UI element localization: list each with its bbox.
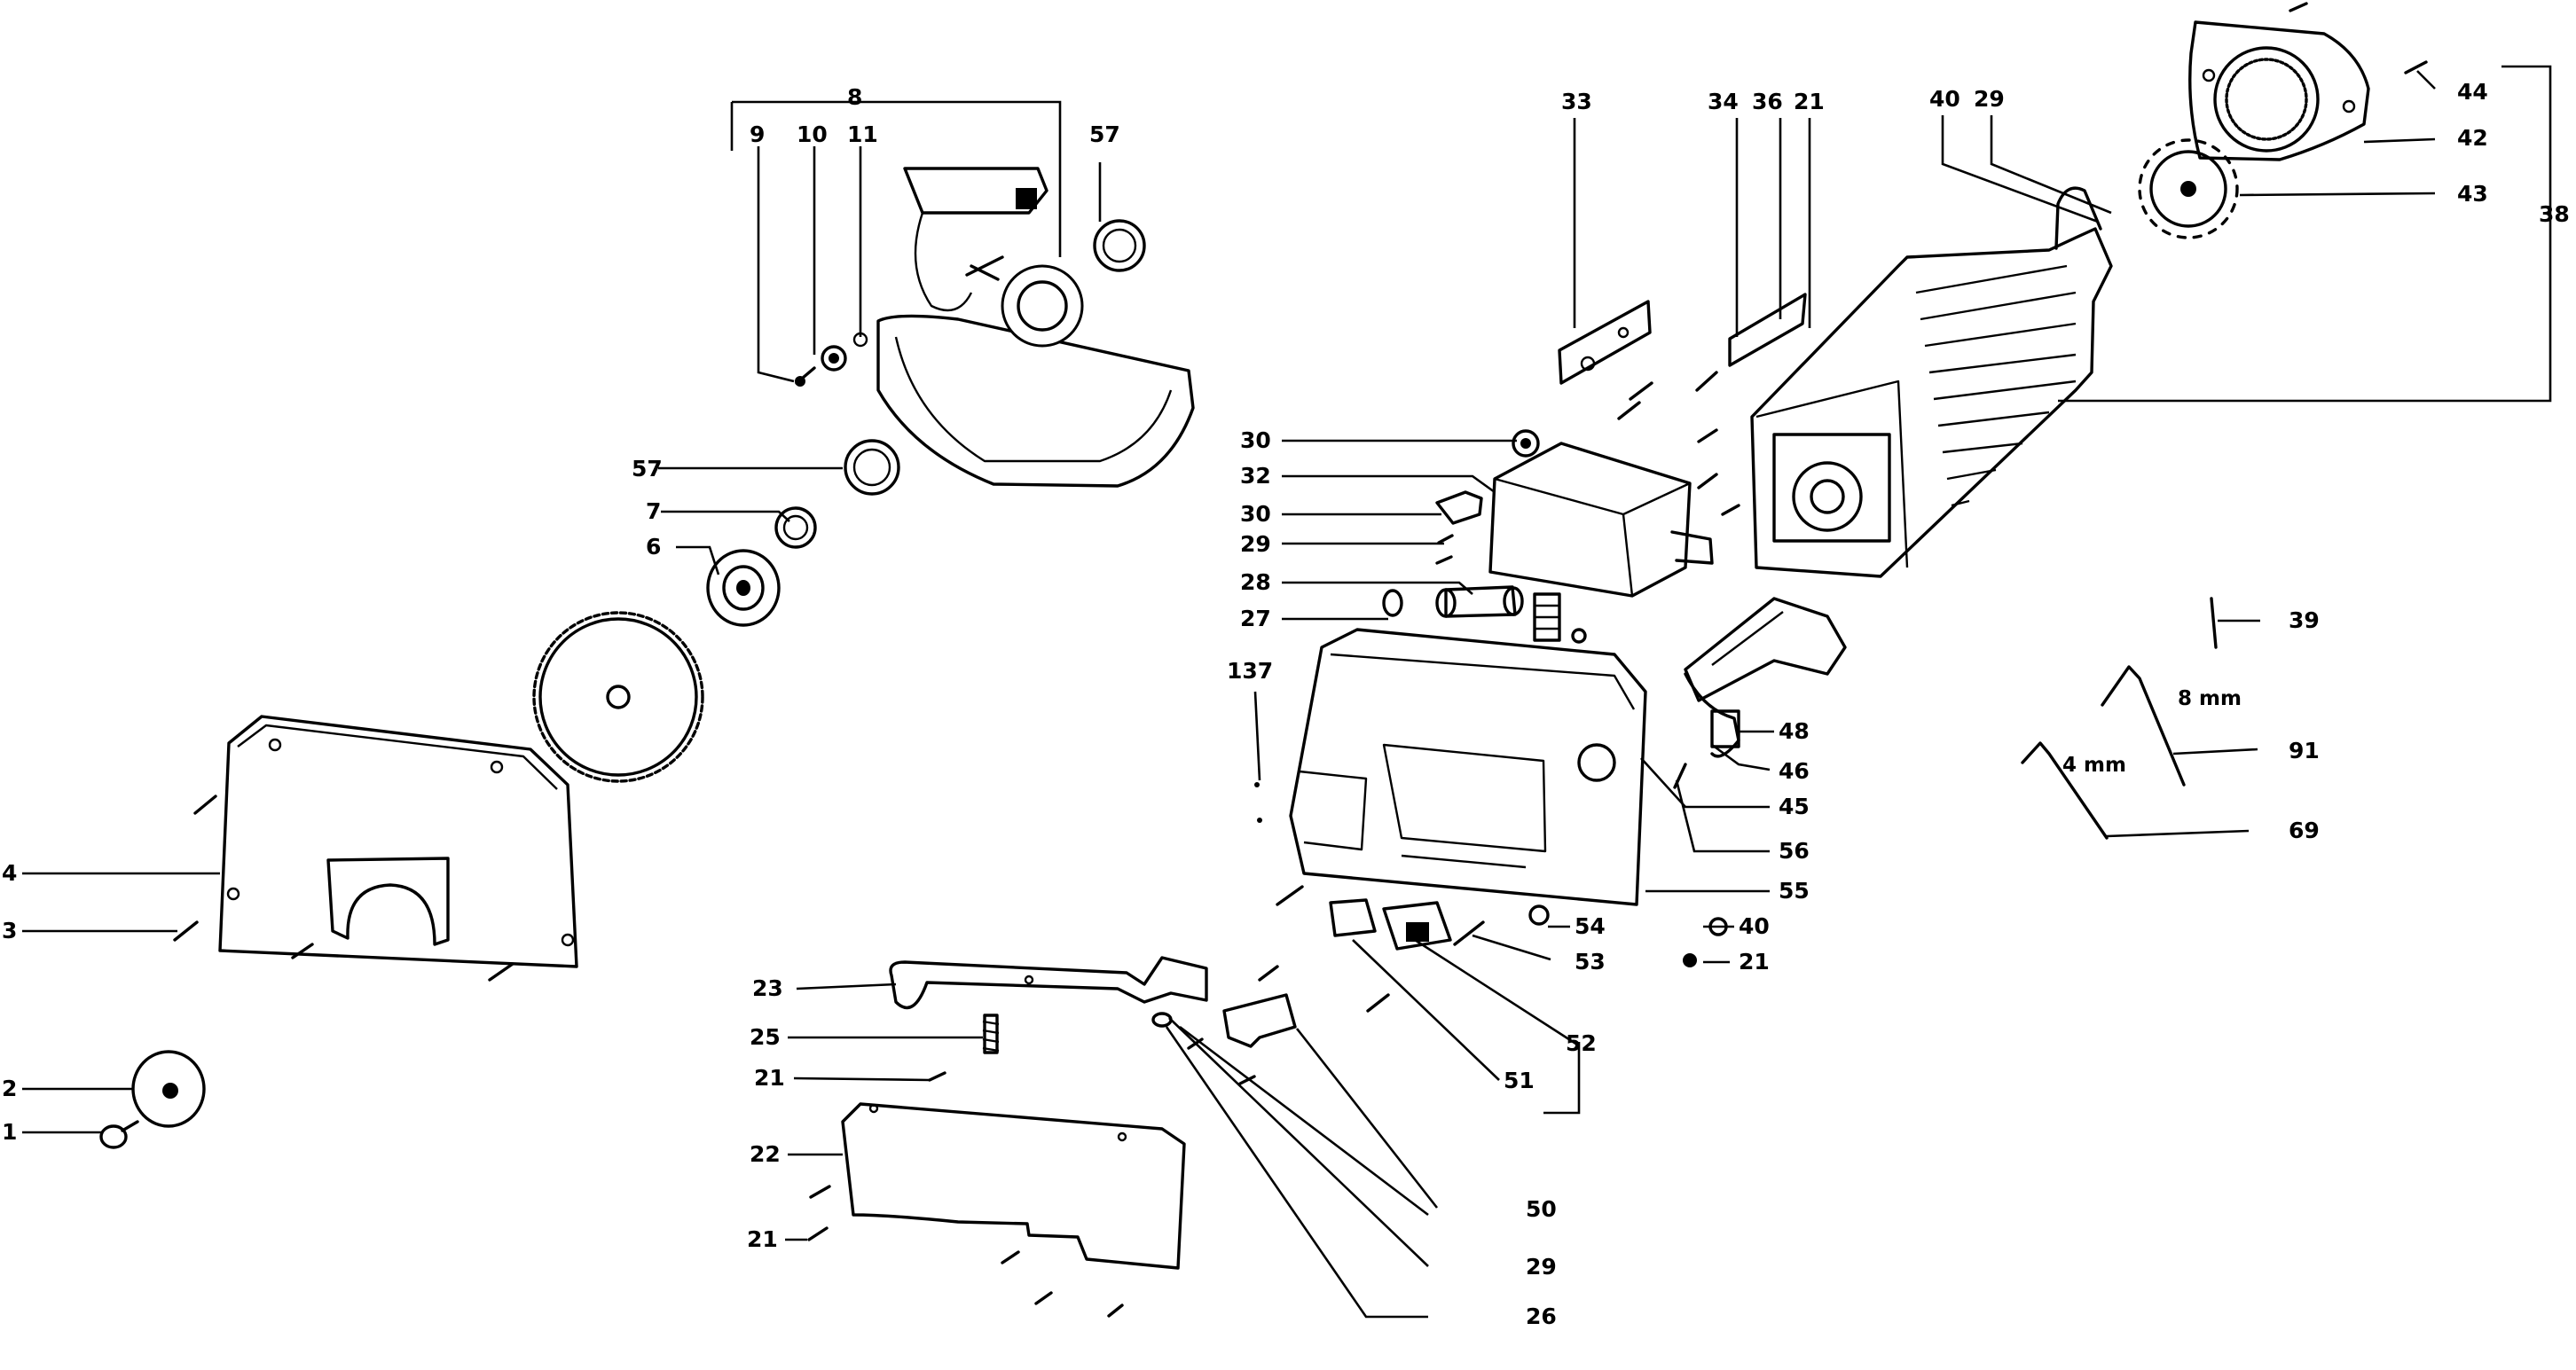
part-32-terminal-box <box>1488 442 1714 598</box>
part-51-switch <box>1329 898 1377 937</box>
label-36: 36 <box>1752 89 1783 114</box>
label-6: 6 <box>646 534 661 560</box>
label-21-lower: 21 <box>1739 949 1770 975</box>
motor-icon <box>1750 186 2113 578</box>
part-9-10-11-hardware <box>795 332 868 387</box>
part-25-spring <box>982 1014 1000 1054</box>
label-91: 91 <box>2289 738 2320 763</box>
label-34: 34 <box>1708 89 1739 114</box>
label-8mm: 8 mm <box>2178 687 2242 710</box>
part-7-clip <box>774 506 817 549</box>
part-28-capacitor <box>1435 585 1524 618</box>
label-23: 23 <box>752 975 783 1001</box>
label-137: 137 <box>1227 658 1273 684</box>
part-42-fan-cover <box>2188 20 2370 161</box>
part-48-handle <box>1684 597 1847 758</box>
label-27: 27 <box>1240 606 1271 631</box>
label-8: 8 <box>847 84 862 110</box>
label-53: 53 <box>1575 949 1606 975</box>
part-23-lever <box>889 956 1208 1009</box>
label-26: 26 <box>1526 1303 1557 1329</box>
blade-icon <box>532 611 704 783</box>
label-1: 1 <box>2 1119 17 1145</box>
label-21-bottom: 21 <box>747 1226 778 1252</box>
part-33-plate <box>1558 300 1652 385</box>
label-39: 39 <box>2289 607 2320 633</box>
part-2-washer <box>131 1050 206 1128</box>
label-10: 10 <box>797 121 828 147</box>
label-11: 11 <box>847 121 878 147</box>
label-25: 25 <box>750 1024 781 1050</box>
part-4-lower-guard <box>218 715 578 968</box>
label-30-top: 30 <box>1240 427 1271 453</box>
part-43-fan <box>2138 138 2239 239</box>
label-55: 55 <box>1779 878 1810 904</box>
label-57-lower: 57 <box>632 456 663 481</box>
part-30-block <box>1435 490 1483 525</box>
part-52-switch-block <box>1382 901 1452 951</box>
label-48: 48 <box>1779 718 1810 744</box>
label-4mm: 4 mm <box>2062 754 2126 777</box>
label-3: 3 <box>2 918 17 943</box>
label-21-top: 21 <box>1794 89 1825 114</box>
label-21-mid: 21 <box>754 1065 785 1091</box>
label-9: 9 <box>750 121 765 147</box>
part-36-plate <box>1728 293 1807 367</box>
part-26-knob <box>1151 1012 1173 1028</box>
label-50: 50 <box>1526 1196 1557 1222</box>
label-29-top: 29 <box>1974 86 2005 112</box>
label-52: 52 <box>1566 1030 1597 1056</box>
label-30-lower: 30 <box>1240 501 1271 527</box>
label-51: 51 <box>1504 1068 1535 1093</box>
part-45-connector <box>1533 592 1561 642</box>
leader-lines <box>22 65 2552 1319</box>
label-69: 69 <box>2289 818 2320 843</box>
label-54: 54 <box>1575 913 1606 939</box>
label-22: 22 <box>750 1141 781 1167</box>
part-57-lower-ring <box>844 439 900 496</box>
part-50-bracket <box>1222 993 1297 1048</box>
label-40-top: 40 <box>1929 86 1960 112</box>
label-44: 44 <box>2457 79 2488 105</box>
label-40-lower: 40 <box>1739 913 1770 939</box>
part-22-base-plate <box>841 1102 1186 1270</box>
label-4: 4 <box>2 860 17 886</box>
label-57-top: 57 <box>1089 121 1120 147</box>
label-28: 28 <box>1240 569 1271 595</box>
part-1-screw <box>99 1120 139 1149</box>
label-2: 2 <box>2 1076 17 1101</box>
hex-key-icon <box>2021 597 2218 840</box>
label-29-bottom: 29 <box>1526 1254 1557 1280</box>
label-45: 45 <box>1779 794 1810 819</box>
label-7: 7 <box>646 498 661 524</box>
label-33: 33 <box>1561 89 1592 114</box>
label-56: 56 <box>1779 838 1810 864</box>
part-30-grommet <box>1512 429 1540 458</box>
label-43: 43 <box>2457 181 2488 207</box>
blade-guard-upper <box>876 167 1195 488</box>
part-6-flange <box>706 549 781 627</box>
part-54-nut <box>1528 904 1550 926</box>
label-46: 46 <box>1779 758 1810 784</box>
label-38: 38 <box>2539 201 2570 227</box>
part-27-clamp <box>1382 589 1403 617</box>
part-57-upper-ring <box>1093 219 1146 272</box>
label-29-mid: 29 <box>1240 531 1271 557</box>
screw-icon <box>173 2 2428 1318</box>
label-42: 42 <box>2457 125 2488 151</box>
part-55-housing <box>1289 628 1647 906</box>
part-46-screw <box>1571 628 1587 644</box>
part-21-nut <box>1683 953 1697 967</box>
label-32: 32 <box>1240 463 1271 489</box>
part-137-dots <box>1254 782 1262 823</box>
